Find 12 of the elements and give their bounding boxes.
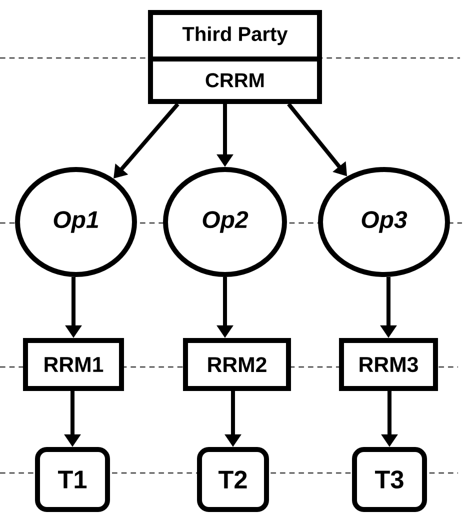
process-box: CRRM: [148, 56, 322, 104]
process-box: Third Party: [148, 10, 322, 62]
process-box: RRM1: [23, 338, 124, 391]
ellipse-node: Op3: [318, 167, 450, 277]
rounded-box: T1: [35, 447, 110, 512]
ellipse-node: Op1: [15, 167, 137, 277]
process-box: RRM2: [183, 338, 291, 391]
node-label: Op3: [362, 211, 408, 233]
rounded-box: T2: [197, 447, 269, 512]
rounded-box: T3: [352, 447, 427, 512]
ellipse-node: Op2: [163, 167, 287, 277]
process-box: RRM3: [339, 338, 438, 391]
